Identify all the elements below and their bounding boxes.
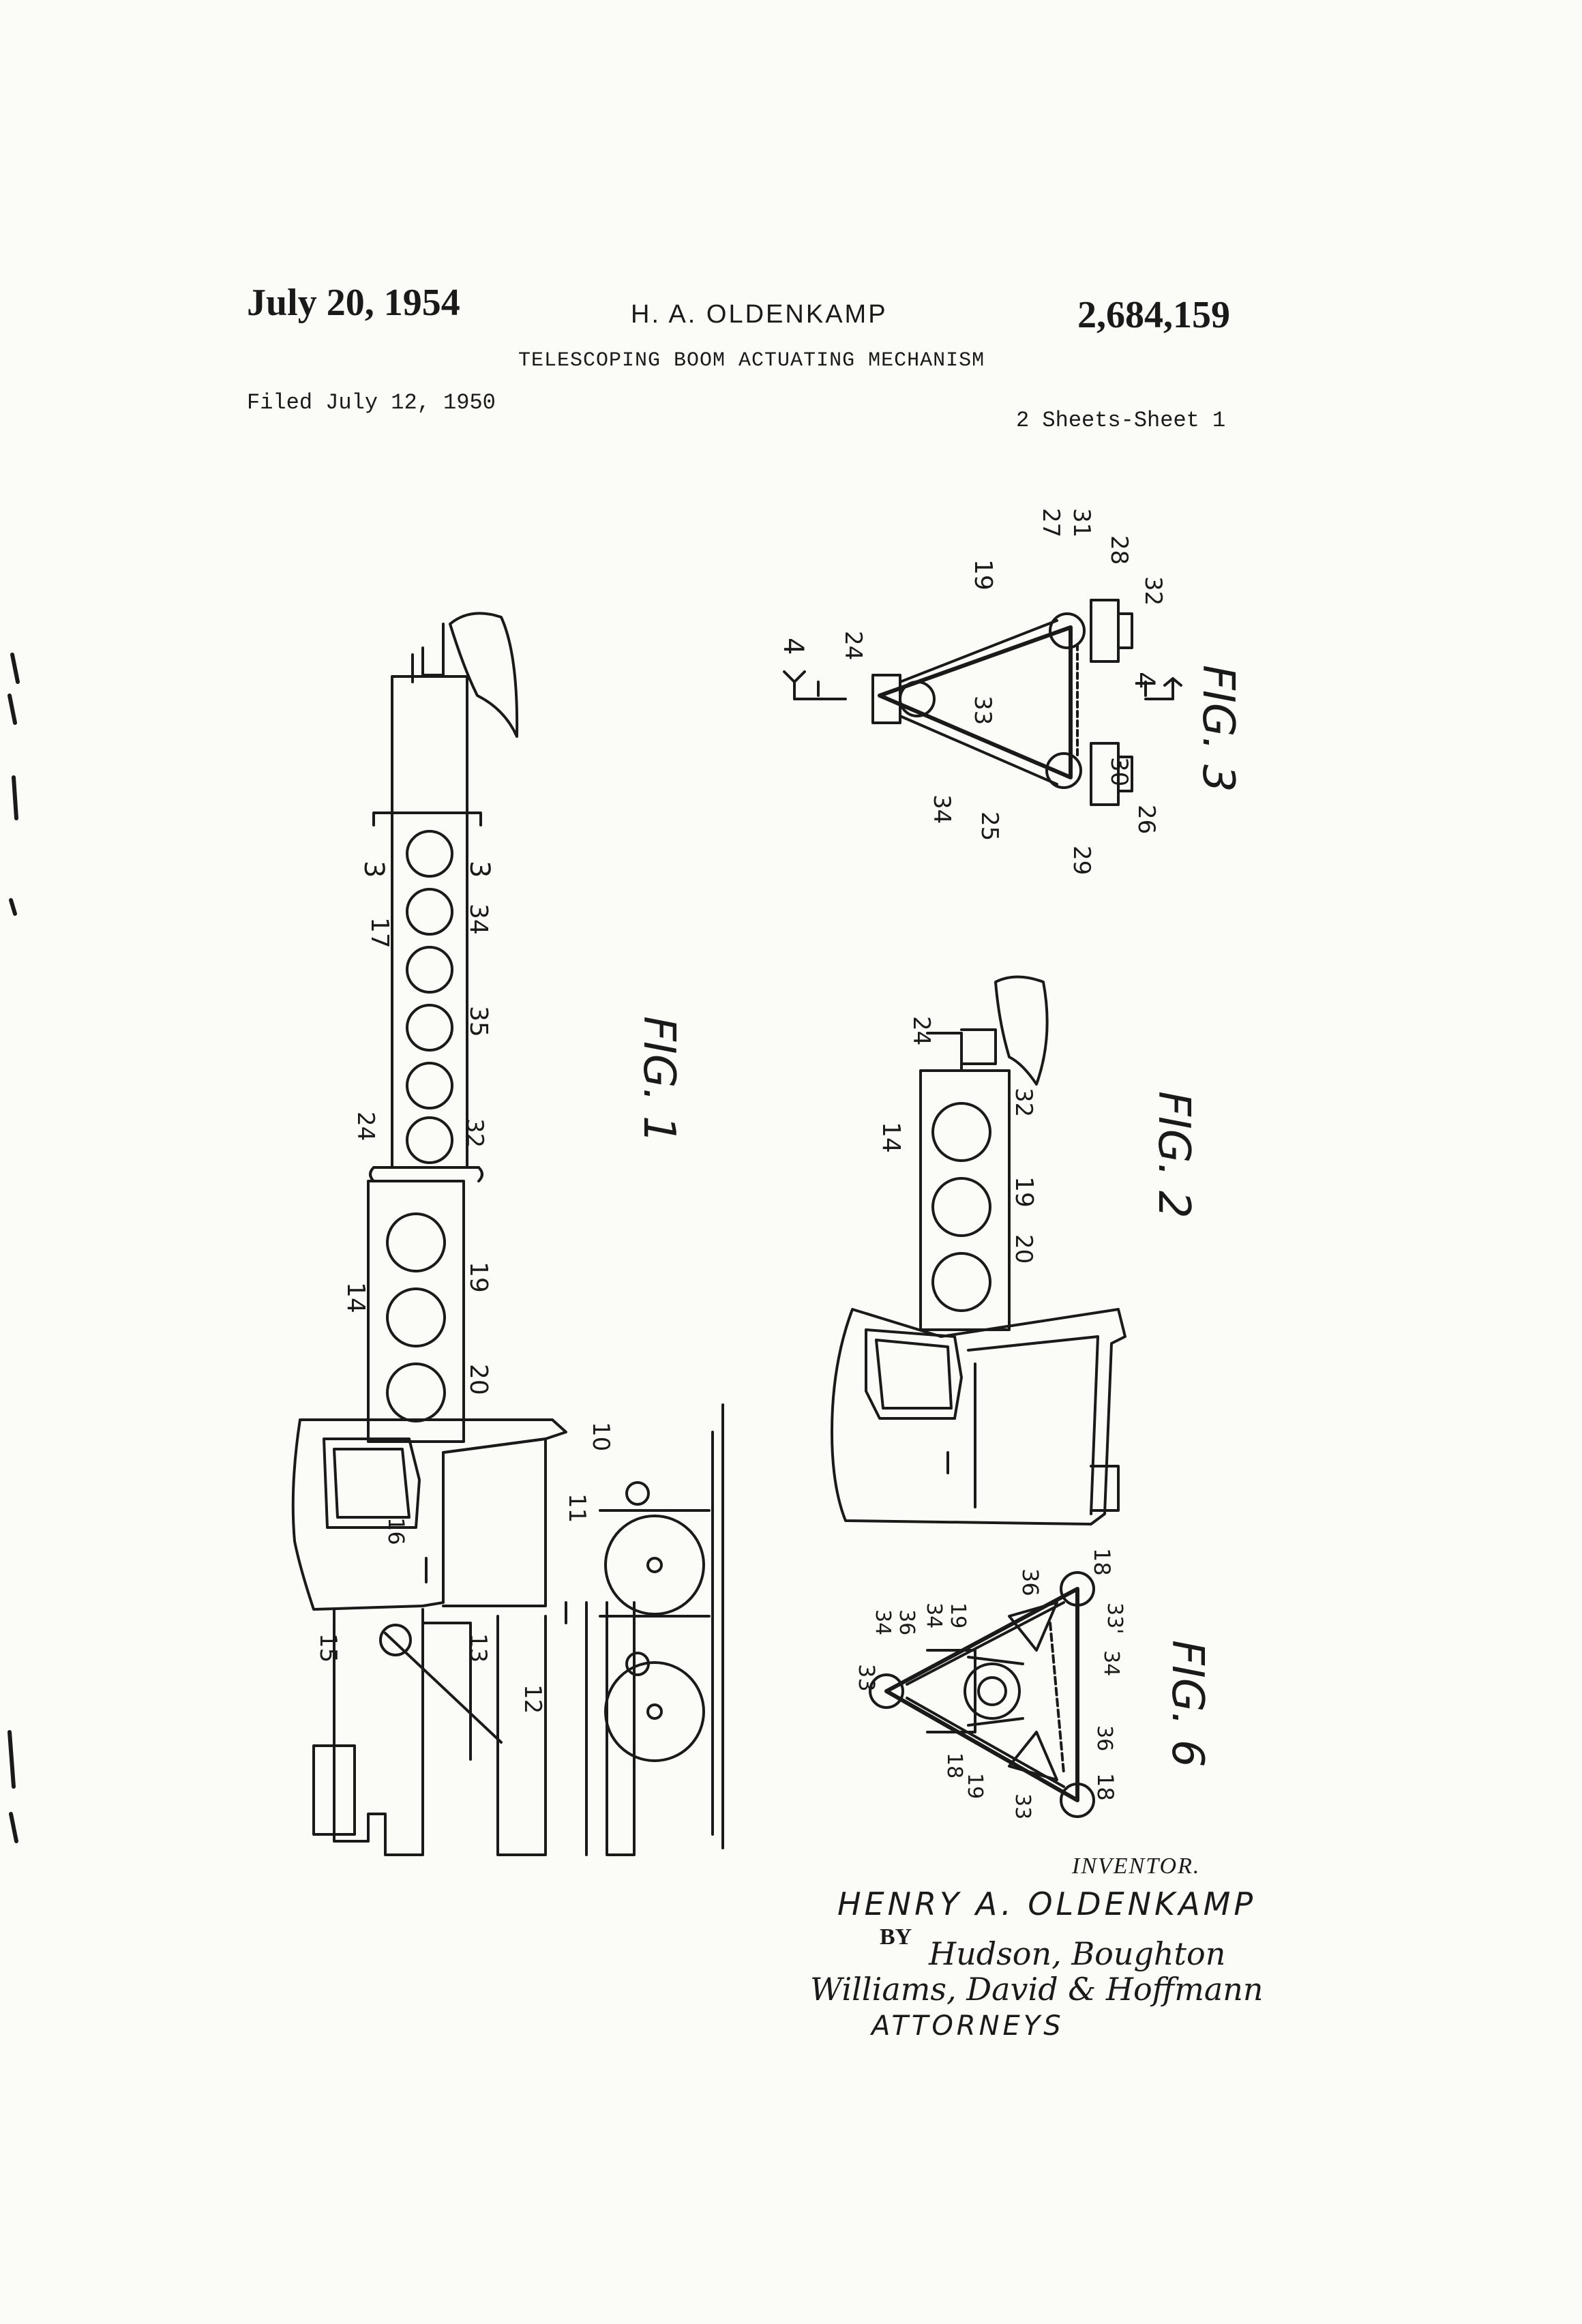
fig1-ref: 12 [519,1684,546,1714]
fig1-ref: 15 [314,1633,342,1663]
fig6-ref: 18 [942,1753,966,1778]
fig3-label: FIG. 3 [1193,665,1243,792]
fig1-ref: 3 [464,861,495,878]
fig1-drawing [293,613,723,1855]
fig1-ref: 13 [464,1633,492,1663]
fig3-ref: 32 [1139,576,1167,606]
fig3-ref: 34 [928,794,955,824]
fig1-ref: 24 [352,1112,379,1141]
fig2-ref: 20 [1010,1234,1037,1264]
fig1-ref: 11 [563,1493,591,1523]
fig6-ref: 18 [1089,1548,1115,1576]
fig6-ref: 19 [963,1773,987,1799]
by-label: BY [880,1924,912,1950]
attorneys-label: ATTORNEYS [871,2010,1064,2042]
inventor-label: INVENTOR. [1072,1853,1200,1879]
inventor-signature: HENRY A. OLDENKAMP [837,1886,1256,1922]
fig6-ref: 36 [1017,1568,1043,1596]
fig2-drawing [832,977,1125,1525]
fig3-reference-labels: 27 31 28 32 19 4 4 24 33 34 25 30 26 29 [777,508,1167,875]
fig3-ref: 25 [976,811,1003,841]
fig2-ref: 24 [908,1016,935,1045]
fig3-ref: 33 [969,696,996,725]
fig3-ref: 26 [1133,805,1160,834]
fig2-ref: 14 [877,1122,905,1153]
fig1-ref: 3 [358,861,389,878]
fig3-ref: 27 [1037,508,1064,537]
fig3-ref: 4 [777,638,809,655]
fig3-ref: 31 [1068,508,1095,537]
fig6-ref: 33 [854,1664,880,1692]
fig3-ref: 30 [1105,757,1133,786]
fig3-ref: 4 [1129,672,1160,689]
fig6-ref: 36 [1092,1725,1116,1751]
fig1-ref: 16 [383,1517,409,1545]
fig1-ref: 32 [461,1118,488,1148]
fig6-ref: 33' [1103,1603,1126,1634]
fig2-ref: 32 [1010,1088,1037,1117]
fig2-label: FIG. 2 [1148,1091,1199,1219]
fig1-ref: 20 [464,1364,492,1395]
fig6-ref: 33 [1011,1793,1034,1819]
fig1-ref: 19 [464,1262,492,1293]
fig1-ref: 10 [587,1422,614,1451]
fig6-ref: 34 [922,1603,946,1628]
attorney-firm-line-1: Hudson, Boughton [929,1935,1225,1972]
fig1-ref: 35 [464,1006,492,1037]
attorney-firm-line-2: Williams, David & Hoffmann [810,1971,1264,2008]
fig2-ref: 19 [1010,1176,1038,1208]
fig2-reference-labels: 24 32 14 19 20 [877,1016,1038,1264]
fig3-ref: 24 [839,631,867,660]
fig3-ref: 19 [969,559,997,591]
fig6-ref: 36 [895,1609,919,1635]
fig1-ref: 17 [365,917,393,949]
fig3-ref: 28 [1105,535,1133,565]
fig6-ref: 34 [871,1609,895,1635]
scan-edge-marks [10,655,18,1841]
fig6-ref: 19 [946,1603,970,1628]
fig1-ref: 34 [464,904,492,935]
fig6-reference-labels: 36 18 33' 34 36 18 36 34 19 33 18 19 34 … [854,1548,1126,1819]
fig6-label: FIG. 6 [1162,1640,1212,1768]
fig1-ref: 14 [342,1282,370,1313]
fig3-ref: 29 [1068,846,1095,875]
fig6-ref: 18 [1092,1773,1118,1801]
fig6-ref: 34 [1099,1650,1123,1676]
fig1-label: FIG. 1 [633,1016,684,1144]
